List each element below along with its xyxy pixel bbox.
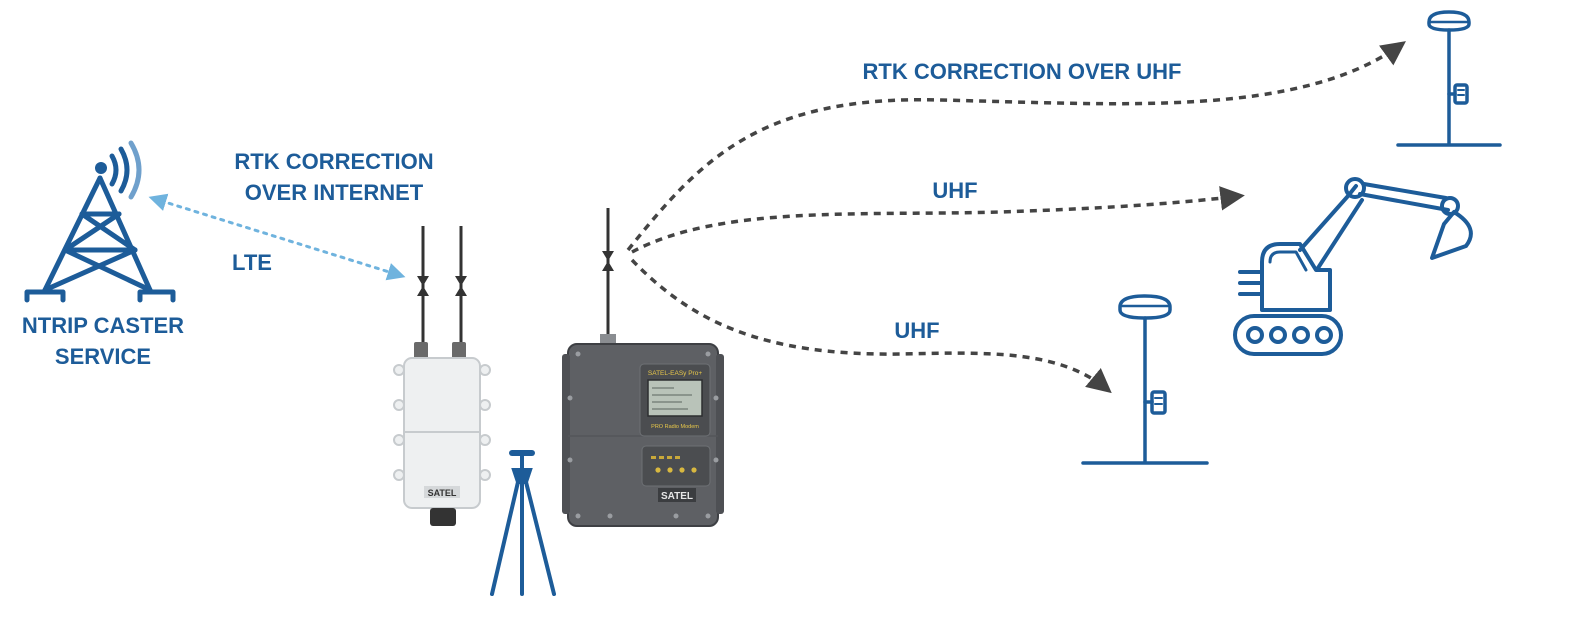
modem-brand-label: SATEL bbox=[428, 488, 457, 498]
lte-label: LTE bbox=[232, 250, 272, 275]
gnss-rover-pole-icon bbox=[1396, 10, 1502, 147]
radio-brand-label: SATEL bbox=[661, 491, 693, 502]
uhf-mid-label: UHF bbox=[932, 178, 977, 203]
radio-screen-title: SATEL-EASy Pro+ bbox=[648, 370, 702, 377]
uhf-top-label: RTK CORRECTION OVER UHF bbox=[863, 59, 1182, 84]
gnss-rover-pole-icon bbox=[1081, 294, 1209, 465]
radio-screen-caption: PRO Radio Modem bbox=[651, 424, 699, 430]
satel-radio-device: SATEL-EASy Pro+ PRO Radio Modem SATEL bbox=[562, 334, 724, 527]
antenna-icon bbox=[602, 208, 614, 338]
uhf-link-low bbox=[630, 258, 1112, 394]
uhf-link-top bbox=[626, 41, 1406, 252]
internet-label-line1: RTK CORRECTION bbox=[234, 149, 433, 174]
uhf-link-mid bbox=[631, 186, 1245, 254]
antenna-icon bbox=[417, 226, 467, 345]
tripod-icon bbox=[490, 450, 556, 596]
lte-modem-device: SATEL bbox=[393, 342, 491, 526]
ntrip-label-line1: NTRIP CASTER bbox=[22, 313, 184, 338]
uhf-low-label: UHF bbox=[894, 318, 939, 343]
internet-label-line2: OVER INTERNET bbox=[245, 180, 424, 205]
lte-link bbox=[148, 193, 406, 281]
excavator-icon bbox=[1233, 177, 1473, 356]
radio-tower-icon bbox=[24, 140, 176, 303]
ntrip-label-line2: SERVICE bbox=[55, 344, 151, 369]
